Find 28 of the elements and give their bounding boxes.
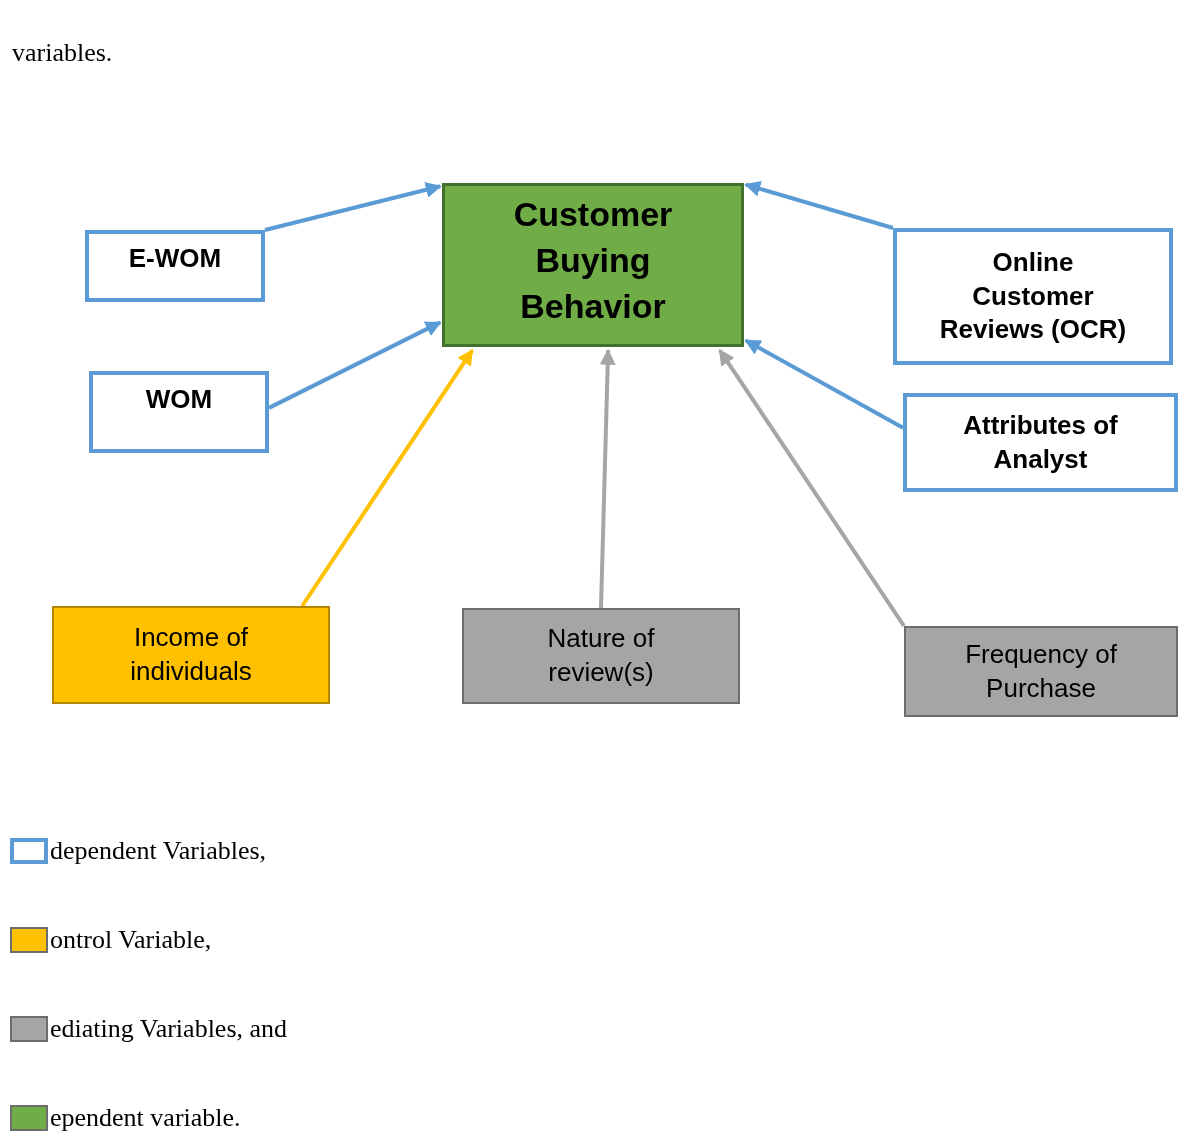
- variable-box: [904, 626, 1178, 717]
- arrow: [268, 320, 442, 410]
- variable-box: [462, 608, 740, 704]
- box-label: E-WOM: [128, 242, 222, 275]
- arrow: [744, 181, 894, 230]
- box-label: Nature of review(s): [546, 622, 656, 689]
- legend-text: dependent Variables,: [50, 836, 267, 866]
- legend-text: ontrol Variable,: [50, 925, 212, 955]
- text-fragment: variables.: [12, 38, 113, 68]
- arrow: [264, 182, 442, 232]
- box-label: Customer Buying Behavior: [512, 194, 674, 327]
- variable-box: [85, 230, 265, 302]
- arrow: [744, 338, 904, 430]
- legend-text: ependent variable.: [50, 1103, 241, 1133]
- arrow: [599, 348, 616, 609]
- legend-text: ediating Variables, and: [50, 1014, 288, 1044]
- box-label: Attributes of Analyst: [962, 408, 1119, 476]
- variable-box: [52, 606, 330, 704]
- arrow: [300, 348, 474, 608]
- box-label: Online Customer Reviews (OCR): [938, 245, 1128, 347]
- box-label: WOM: [145, 383, 213, 416]
- arrow: [718, 348, 906, 628]
- box-label: Frequency of Purchase: [964, 637, 1118, 705]
- variable-box: [89, 371, 269, 453]
- box-label: Income of individuals: [129, 621, 253, 688]
- variable-box: [893, 228, 1173, 365]
- variable-box: [442, 183, 744, 347]
- variable-box: [903, 393, 1178, 492]
